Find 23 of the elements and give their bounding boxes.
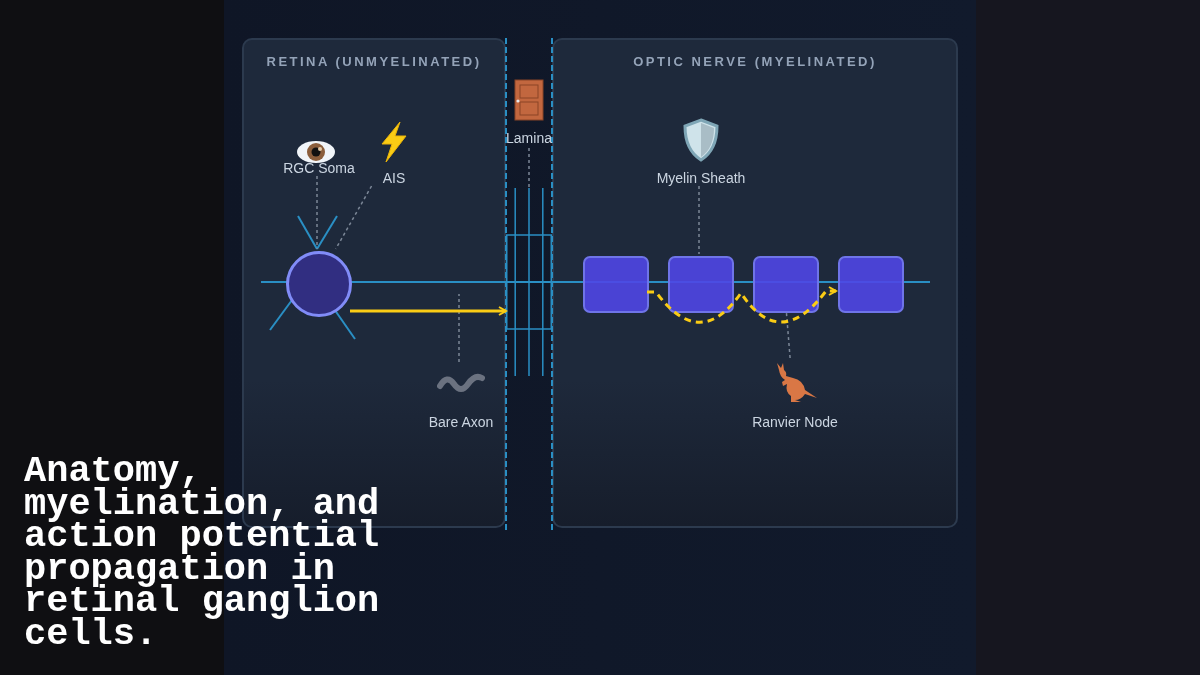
myelin-segment <box>668 256 734 313</box>
callout-label: RGC Soma <box>282 160 356 176</box>
leader-line <box>528 147 530 189</box>
callout-label: Bare Axon <box>427 414 495 430</box>
callout-label: Myelin Sheath <box>655 170 747 186</box>
myelin-segment <box>583 256 649 313</box>
region-panel <box>552 38 958 528</box>
leader-line <box>785 310 791 359</box>
saltatory-signal-arrow <box>647 286 837 324</box>
signal-arrow <box>350 306 507 316</box>
callout-label: Lamina <box>505 130 553 146</box>
callout-label: Ranvier Node <box>751 414 839 430</box>
leader-line <box>335 185 373 250</box>
leader-line <box>698 185 700 255</box>
myelin-segment <box>838 256 904 313</box>
myelin-segment <box>753 256 819 313</box>
leader-line <box>458 293 460 363</box>
callout-label: AIS <box>381 170 407 186</box>
title: Anatomy, myelination, and action potential propagation in retinal ganglion cells. <box>24 455 381 650</box>
soma-circle <box>286 251 352 317</box>
panel-title: RETINA (UNMYELINATED) <box>265 54 483 69</box>
leader-line <box>316 175 318 250</box>
panel-title: OPTIC NERVE (MYELINATED) <box>632 54 878 69</box>
